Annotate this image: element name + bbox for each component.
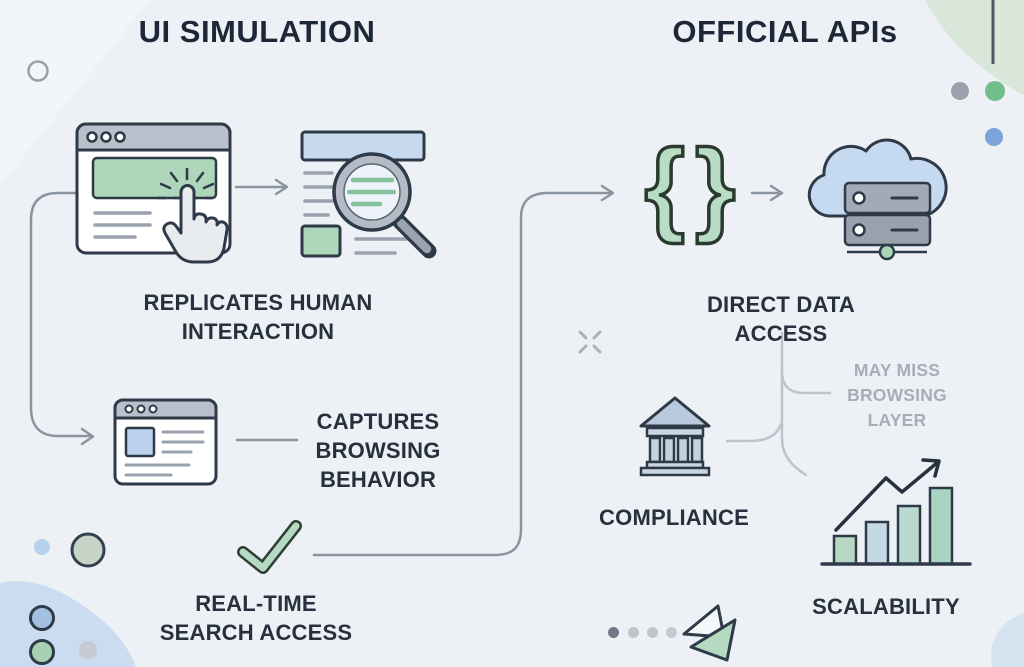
small-blue-dot [34, 539, 50, 555]
header-right: OFFICIAL APIs [672, 14, 898, 49]
blue-corner-blob-right [990, 613, 1024, 667]
code-braces-icon: {} [628, 127, 752, 254]
click-cursor-icon [159, 168, 229, 264]
connector-check-to-braces [312, 191, 612, 557]
close-brace: } [693, 127, 737, 247]
label-compliance: COMPLIANCE [599, 505, 749, 530]
arrowhead [274, 178, 289, 196]
arrowhead [769, 184, 784, 202]
ring-decor [27, 60, 49, 82]
header-left: UI SIMULATION [138, 14, 376, 49]
connector-loop-left [29, 191, 92, 438]
open-brace: { [643, 127, 687, 247]
gray-dot [951, 82, 969, 100]
click-sparks [159, 168, 215, 190]
trend-arrow [834, 458, 941, 532]
label-replicates: REPLICATES HUMAN INTERACTION [143, 290, 373, 345]
label-scalability: SCALABILITY [812, 594, 960, 619]
growth-chart-icon [820, 458, 972, 566]
paper-plane-icon [682, 604, 737, 662]
label-realtime: REAL-TIME SEARCH ACCESS [159, 591, 353, 646]
outlined-circle [70, 532, 106, 568]
green-dot [985, 81, 1005, 101]
branch-vertical [780, 331, 808, 477]
blue-dot [985, 128, 1003, 146]
pagination-dot [628, 627, 639, 638]
pagination-dot [647, 627, 658, 638]
arrowhead [80, 427, 95, 446]
pagination-dot-active [608, 627, 619, 638]
browser-window-icon [75, 122, 232, 255]
label-captures: CAPTURES BROWSING BEHAVIOR [315, 409, 441, 493]
branch-to-bank [725, 422, 783, 443]
label-may-miss: MAY MISS BROWSING LAYER [847, 360, 947, 430]
corner-highlight-shape [0, 0, 150, 185]
search-results-icon [300, 130, 437, 259]
bank-icon [639, 396, 711, 477]
green-corner-blob [925, 0, 1024, 95]
arrowhead [600, 184, 615, 202]
label-direct-access: DIRECT DATA ACCESS [706, 292, 856, 347]
cloud-server-icon [807, 138, 948, 261]
sparkle-icon [578, 330, 602, 354]
gray-blob-dot [79, 641, 97, 659]
outlined-blue-circle [29, 605, 55, 631]
magnifier-icon [332, 152, 437, 259]
pagination-dot [666, 627, 677, 638]
checkmark-icon [237, 520, 302, 574]
small-browser-icon [113, 398, 218, 486]
branch-to-note [780, 370, 832, 395]
outlined-green-circle [29, 639, 55, 665]
